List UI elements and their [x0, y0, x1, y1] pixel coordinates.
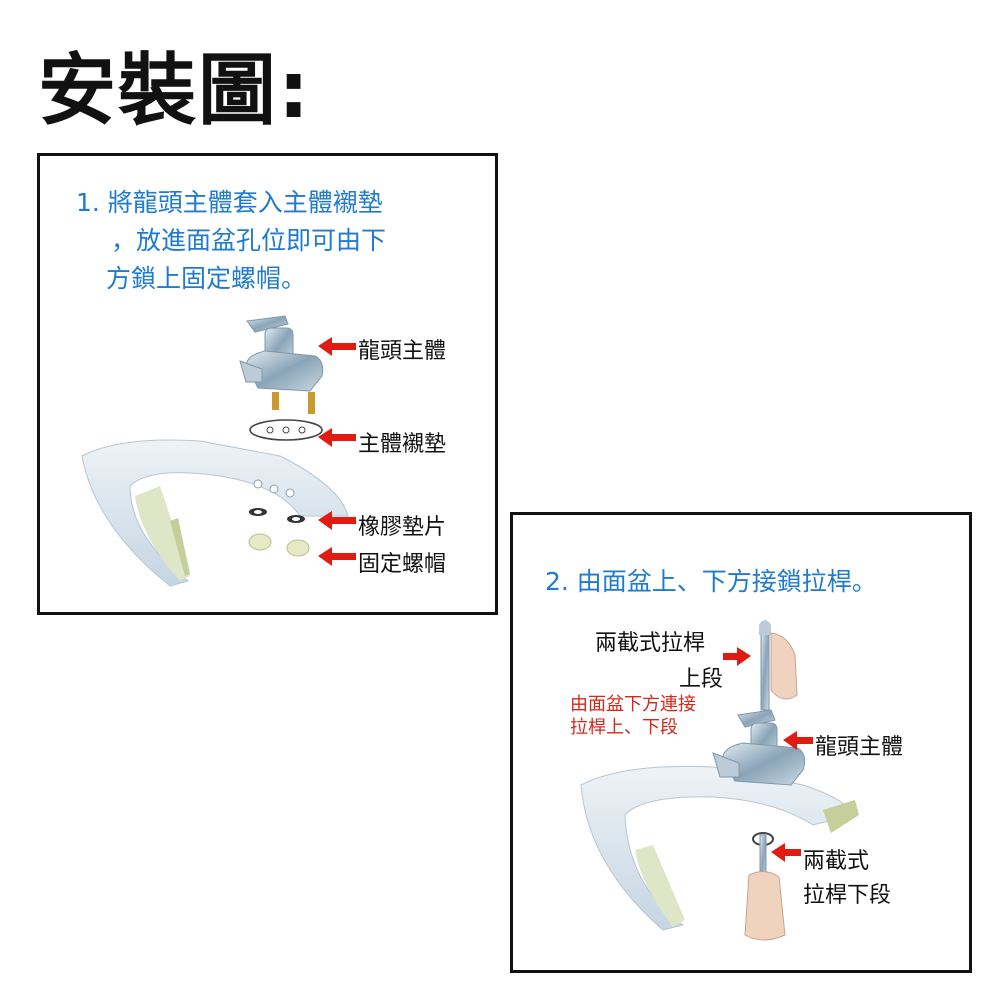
arrow-body-gasket — [318, 428, 356, 447]
note-connect-line-1: 由面盆下方連接 — [570, 694, 696, 715]
arrow-fixing-nut — [318, 547, 356, 566]
step-1-line-2: ，放進面盆孔位即可由下 — [111, 226, 387, 255]
label-faucet-body: 龍頭主體 — [358, 339, 447, 364]
faucet-body — [712, 709, 806, 786]
label-body-gasket: 主體襯墊 — [358, 432, 447, 457]
label-faucet-body-2: 龍頭主體 — [815, 735, 904, 760]
step-1-panel: 1. 將龍頭主體套入主體襯墊 ，放進面盆孔位即可由下 方鎖上固定螺帽。 — [37, 153, 498, 615]
arrow-faucet-body — [318, 337, 356, 356]
label-rod-lower-line-2: 拉桿下段 — [803, 883, 892, 908]
label-rod-upper-line-1: 兩截式拉桿 — [595, 631, 706, 656]
basin-shape — [580, 765, 859, 931]
step-1-line-1: 1. 將龍頭主體套入主體襯墊 — [76, 188, 383, 217]
step-2-instructions: 2. 由面盆上、下方接鎖拉桿。 — [545, 567, 877, 596]
label-rod-lower-line-1: 兩截式 — [803, 849, 870, 874]
step-2-illustration — [580, 620, 859, 941]
step-1-line-3: 方鎖上固定螺帽。 — [106, 264, 307, 293]
label-rubber-washer: 橡膠墊片 — [358, 515, 447, 540]
step-1-illustration — [81, 315, 356, 587]
label-fixing-nut: 固定螺帽 — [358, 552, 447, 577]
arrow-rod-upper — [723, 647, 751, 666]
page-title: 安裝圖: — [38, 46, 312, 136]
faucet-body — [239, 315, 324, 414]
rod-lower — [744, 832, 786, 941]
arrow-faucet-body — [783, 731, 813, 750]
label-rod-upper-line-2: 上段 — [679, 667, 724, 692]
step-1-instructions: 1. 將龍頭主體套入主體襯墊 ，放進面盆孔位即可由下 方鎖上固定螺帽。 — [76, 184, 386, 298]
fixing-nuts — [248, 533, 310, 557]
arrow-rod-lower — [771, 843, 801, 862]
step-2-panel: 2. 由面盆上、下方接鎖拉桿。 — [510, 512, 972, 973]
rubber-washers — [249, 508, 305, 523]
arrow-rubber-washer — [318, 511, 356, 530]
note-connect-line-2: 拉桿上、下段 — [570, 717, 678, 738]
body-gasket — [249, 419, 323, 441]
rod-upper — [759, 620, 798, 711]
basin-shape — [81, 439, 349, 587]
